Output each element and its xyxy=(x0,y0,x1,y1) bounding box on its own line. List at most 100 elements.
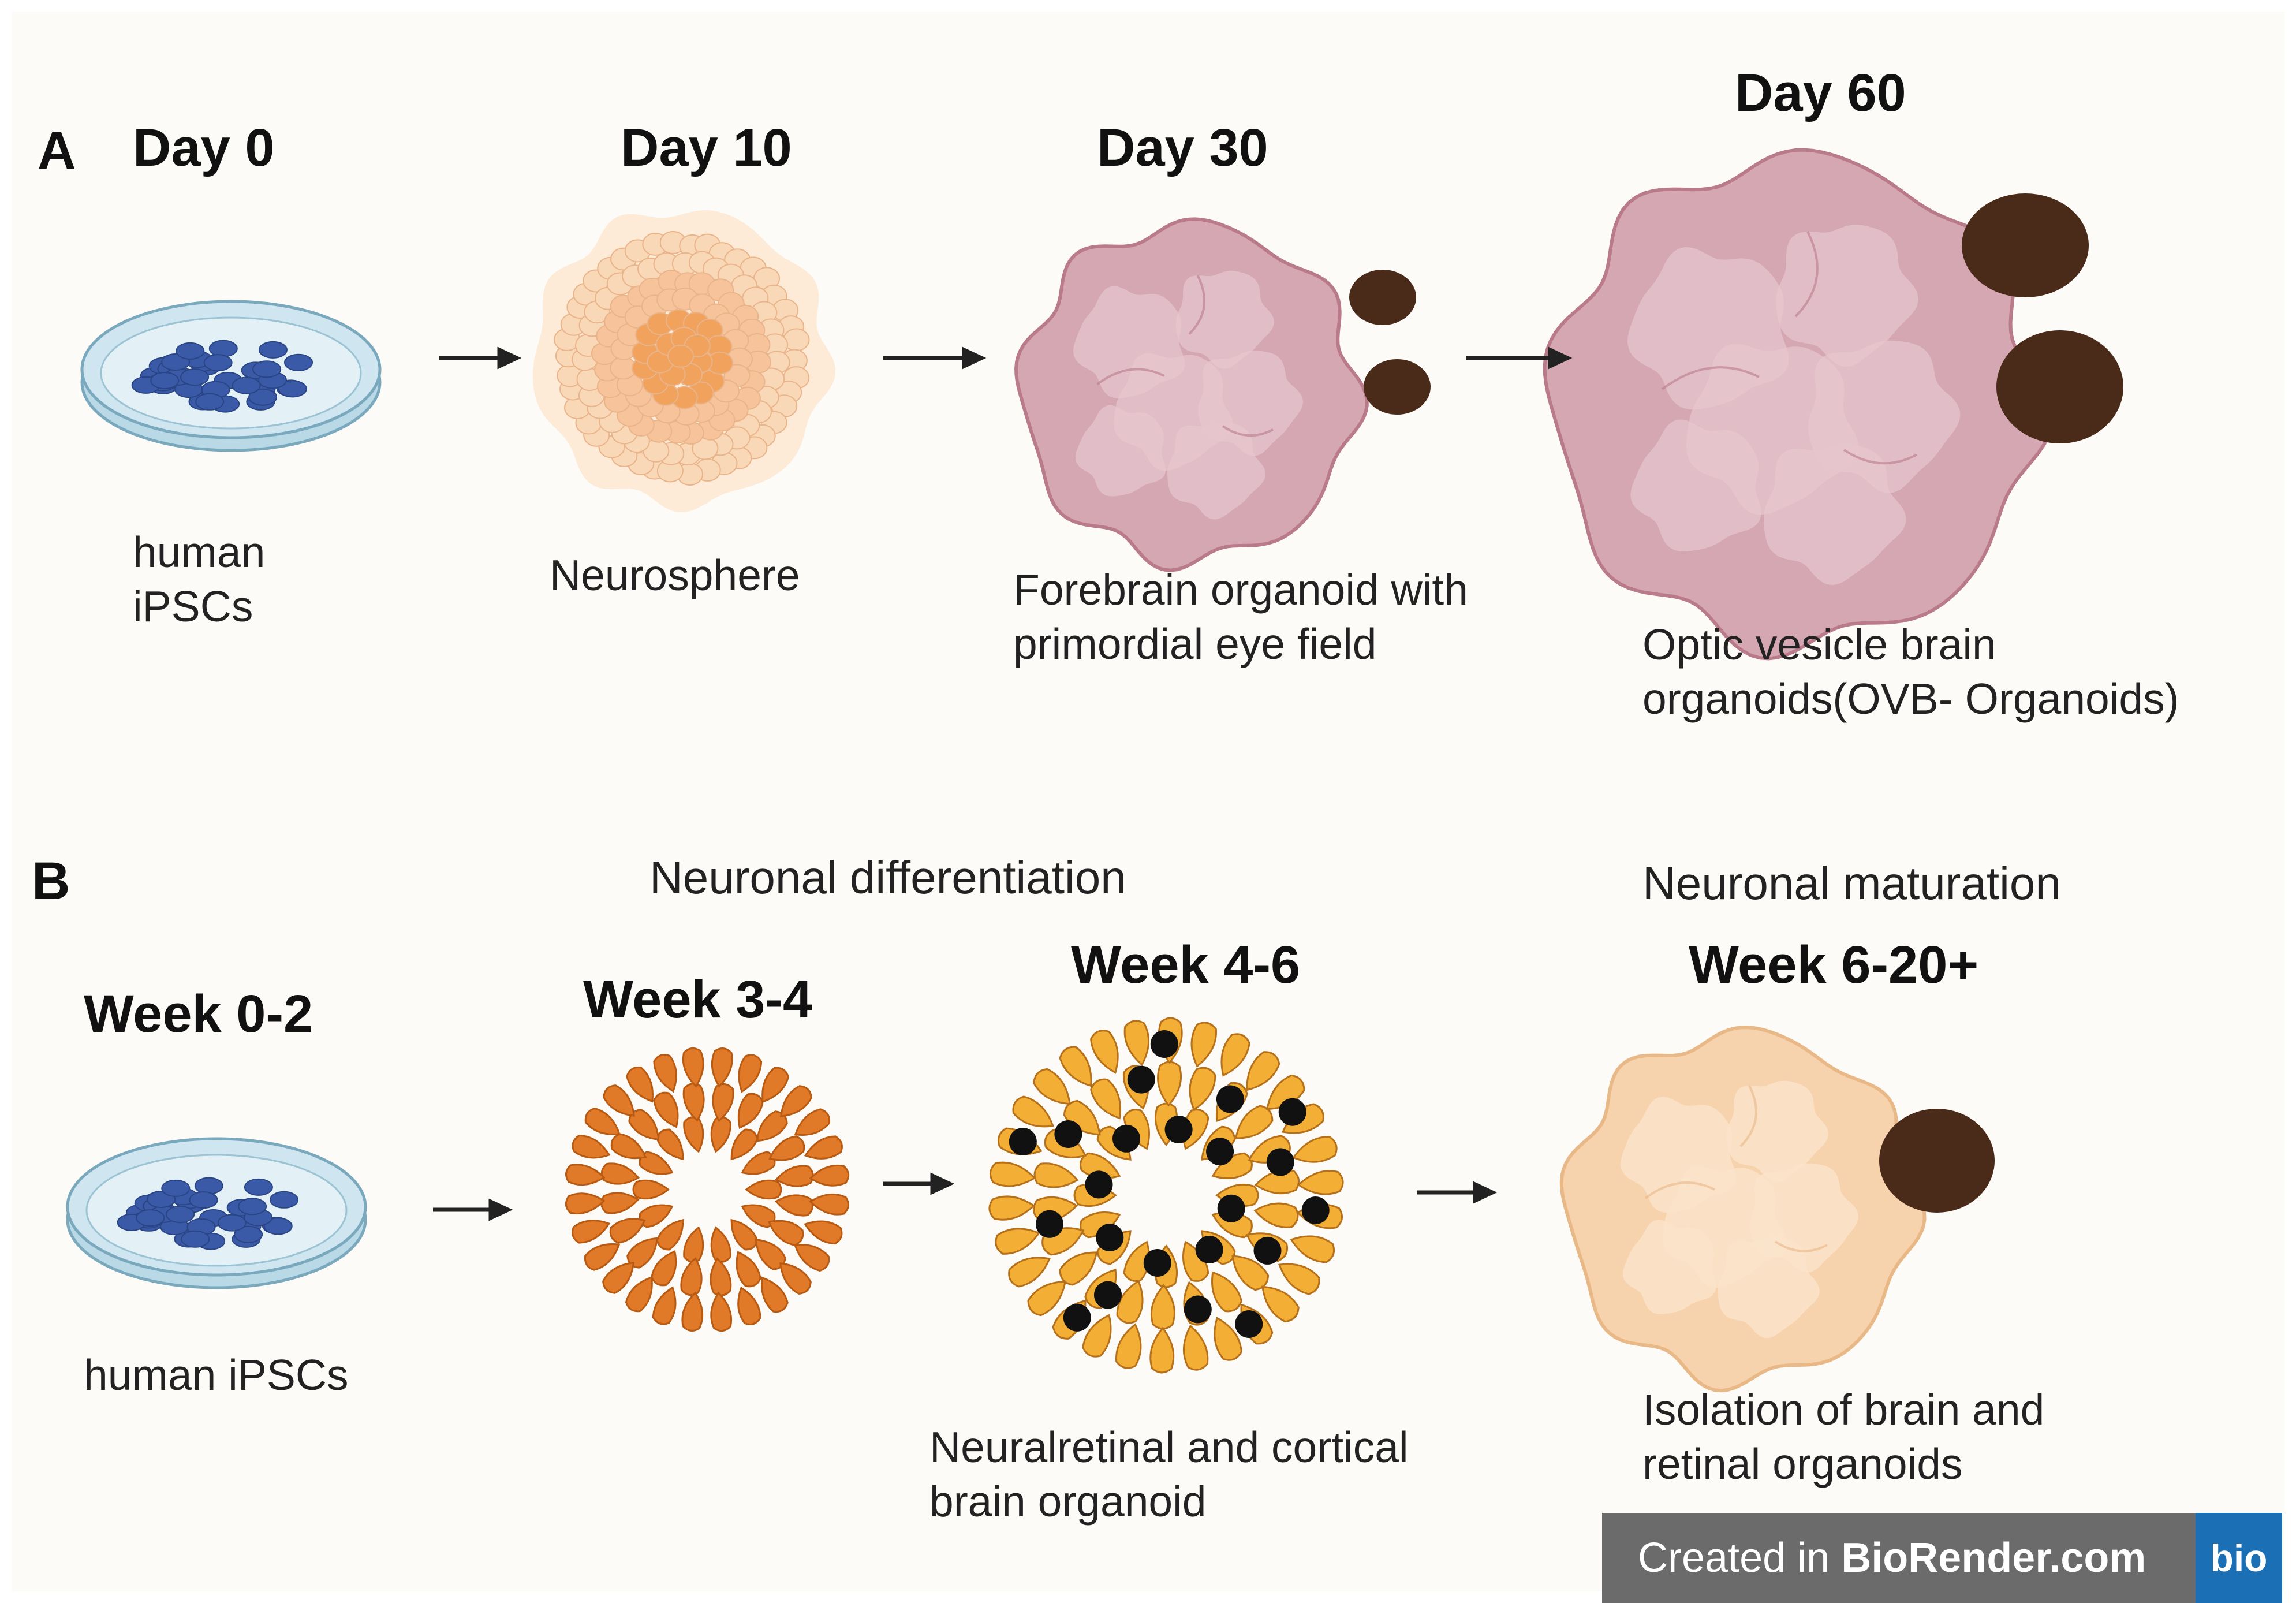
progenitor-cell xyxy=(1012,1095,1054,1128)
progenitor-cell xyxy=(572,1134,611,1159)
progenitor-cell xyxy=(745,1179,782,1200)
neurosphere xyxy=(532,210,836,513)
stage-title-day-30: Day 30 xyxy=(1097,118,1268,177)
neuron-nucleus xyxy=(1164,1116,1193,1143)
progenitor-cell xyxy=(1033,1162,1079,1188)
progenitor-cell xyxy=(1220,1033,1250,1077)
progenitor-cell xyxy=(995,1228,1040,1255)
progenitor-cell xyxy=(1090,1078,1121,1120)
ipsc-cell xyxy=(278,380,307,398)
progenitor-cell xyxy=(1059,1251,1098,1286)
phase-title-maturation: Neuronal maturation xyxy=(1642,858,2061,909)
progenitor-cell xyxy=(737,1286,761,1325)
panel-b-label: B xyxy=(32,852,70,911)
arrow-a1 xyxy=(439,346,522,370)
organoid-fold xyxy=(1794,231,1819,318)
biorender-badge[interactable]: Created in BioRender.com bio xyxy=(1602,1513,2282,1603)
forebrain-organoid xyxy=(1014,217,1431,572)
ipsc-cell xyxy=(270,1191,298,1209)
progenitor-cell xyxy=(572,1220,611,1244)
progenitor-cell xyxy=(794,1244,830,1272)
neuron-nucleus xyxy=(1235,1310,1263,1338)
neuron-nucleus xyxy=(1266,1148,1294,1176)
neuron-nucleus xyxy=(1150,1030,1178,1058)
caption-line: Optic vesicle brain xyxy=(1642,620,1996,669)
organoid-fold xyxy=(1188,275,1206,335)
badge-brand: BioRender.com xyxy=(1841,1535,2146,1581)
caption-line: retinal organoids xyxy=(1642,1439,1963,1488)
progenitor-cell xyxy=(1189,1067,1216,1111)
progenitor-cell xyxy=(584,1107,621,1135)
ipsc-cell xyxy=(244,1178,273,1196)
caption-line: primordial eye field xyxy=(1013,619,1377,668)
progenitor-cell xyxy=(1116,1280,1144,1324)
caption-line: iPSCs xyxy=(133,581,253,631)
neuron-nucleus xyxy=(1063,1303,1091,1332)
progenitor-cell xyxy=(1290,1235,1335,1263)
progenitor-cell xyxy=(1234,1105,1274,1139)
caption-line: human iPSCs xyxy=(84,1351,349,1399)
progenitor-cell xyxy=(653,1091,679,1128)
badge-prefix: Created in xyxy=(1638,1535,1842,1581)
ipsc-cell xyxy=(203,354,233,372)
progenitor-cell xyxy=(681,1291,704,1332)
ipsc-cell xyxy=(195,393,225,411)
progenitor-cell xyxy=(651,1250,677,1287)
progenitor-cell xyxy=(988,1195,1036,1221)
organoid-lobe xyxy=(1623,1220,1716,1314)
organoid-fold xyxy=(1222,425,1274,437)
biorender-logo: bio xyxy=(2196,1513,2282,1603)
progenitor-cell xyxy=(1059,1046,1092,1087)
caption-line: Neurosphere xyxy=(550,551,800,599)
petri-dish-b xyxy=(66,1137,367,1289)
progenitor-cell xyxy=(680,1257,703,1296)
progenitor-cell xyxy=(1033,1068,1071,1105)
neuron-nucleus xyxy=(1143,1249,1171,1277)
caption-line: brain organoid xyxy=(929,1477,1207,1526)
progenitor-cell xyxy=(632,1179,670,1200)
progenitor-cell xyxy=(682,1047,704,1088)
progenitor-cell xyxy=(1182,1324,1209,1371)
neuron-nucleus xyxy=(1217,1194,1245,1222)
ovb-organoid xyxy=(1543,148,2123,661)
caption-line: human xyxy=(133,528,266,576)
stage-title-day-0: Day 0 xyxy=(133,118,275,177)
stage-title-day-60: Day 60 xyxy=(1735,64,1906,122)
progenitor-cell xyxy=(602,1262,635,1294)
neuron-nucleus xyxy=(1112,1124,1140,1153)
progenitor-cell xyxy=(1211,1271,1242,1313)
optic-vesicle xyxy=(1962,193,2089,297)
ipsc-cell xyxy=(258,341,288,359)
eye-vesicle xyxy=(1349,270,1416,325)
ipsc-cell xyxy=(232,376,261,394)
neuron-nucleus xyxy=(1009,1128,1037,1155)
progenitor-cell xyxy=(610,1133,647,1160)
panel-a-label: A xyxy=(38,121,76,180)
ipsc-cell xyxy=(166,1206,195,1224)
ipsc-cell xyxy=(176,342,205,360)
neuron-nucleus xyxy=(1195,1236,1223,1263)
progenitor-cell xyxy=(737,1093,764,1129)
progenitor-cell xyxy=(565,1164,606,1186)
stage-title-week-0-2: Week 0-2 xyxy=(84,985,313,1043)
organoid-lobe xyxy=(1726,1080,1828,1183)
progenitor-cell xyxy=(1261,1285,1300,1323)
ipsc-cell xyxy=(136,1209,165,1227)
progenitor-cell xyxy=(710,1226,731,1263)
progenitor-cell xyxy=(626,1066,654,1103)
organoid-lobe xyxy=(1167,422,1266,520)
progenitor-cell xyxy=(1297,1170,1344,1195)
caption-line: Neuralretinal and cortical xyxy=(929,1423,1409,1471)
neuron-nucleus xyxy=(1094,1281,1122,1309)
progenitor-cell xyxy=(1246,1051,1280,1091)
progenitor-cell xyxy=(1115,1323,1142,1369)
petri-dish-a xyxy=(80,300,382,452)
caption-week-0-2: human iPSCs xyxy=(84,1348,349,1403)
organoid-lobe xyxy=(1718,1236,1820,1339)
organoid-fold xyxy=(1644,1181,1715,1199)
stage-title-week-4-6: Week 4-6 xyxy=(1071,935,1301,994)
progenitor-cell xyxy=(1027,1280,1067,1317)
progenitor-cell xyxy=(809,1164,850,1187)
rosette-week-4-6 xyxy=(988,1017,1344,1374)
